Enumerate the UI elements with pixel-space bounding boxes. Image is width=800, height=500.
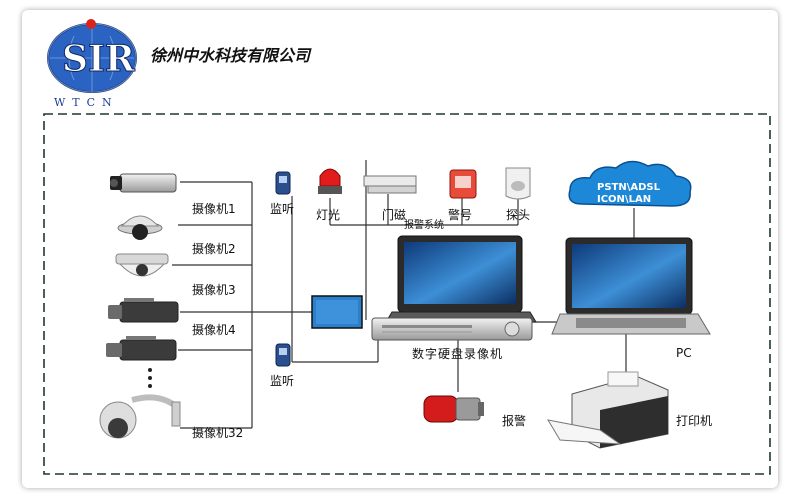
camera-2-dome-camera-icon [117, 215, 163, 240]
siren-icon [449, 169, 477, 199]
listen-label-2: 监听 [270, 374, 295, 388]
camera-5-box-camera-icon [106, 336, 177, 361]
listen-label-1: 监听 [270, 202, 295, 216]
alarm-siren-icon [423, 395, 484, 423]
network-label: PSTN\ADSL ICON\LAN [597, 182, 660, 205]
alarm-device-label-siren: 警号 [448, 208, 473, 222]
network-cloud-icon [568, 160, 692, 207]
svg-text:SIR: SIR [62, 38, 136, 80]
door-contact-icon [363, 175, 417, 194]
printer-label: 打印机 [676, 414, 713, 428]
alarm-device-label-light: 灯光 [316, 208, 341, 222]
logo-globe-icon: SIR [47, 19, 137, 93]
motion-detector-icon [505, 167, 531, 200]
dvr-laptop-icon [385, 235, 537, 323]
company-logo: SIR WTCN [44, 16, 144, 109]
printer-icon [546, 371, 669, 449]
more-cameras-ellipsis-icon [148, 368, 152, 388]
alarm-system-title: 报警系统 [404, 220, 444, 231]
listen-mic-2-icon [275, 343, 291, 367]
camera-1-box-camera-icon [110, 173, 177, 193]
camera-label-3: 摄像机3 [192, 283, 236, 297]
camera-32-ptz-dome-icon [99, 394, 181, 439]
company-name: 徐州中水科技有限公司 [150, 46, 311, 65]
camera-4-box-camera-icon [108, 298, 179, 323]
dvr-label: 数字硬盘录像机 [412, 347, 504, 361]
camera-label-32: 摄像机32 [192, 426, 244, 440]
connection-lines [172, 160, 635, 429]
logo-letters: WTCN [54, 96, 119, 109]
video-monitor-icon [311, 295, 363, 329]
alarm-device-label-detector: 探头 [506, 208, 531, 222]
camera-label-4: 摄像机4 [192, 323, 236, 337]
alarm-label: 报警 [502, 414, 527, 428]
camera-3-dome-camera-icon [115, 253, 169, 277]
system-boundary-frame [43, 113, 771, 475]
alarm-device-label-door: 门磁 [382, 208, 407, 222]
dvr-recorder-icon [371, 317, 533, 341]
listen-mic-1-icon [275, 171, 291, 195]
camera-label-1: 摄像机1 [192, 202, 236, 216]
strobe-light-icon [318, 168, 342, 194]
pc-label: PC [676, 346, 692, 360]
camera-label-2: 摄像机2 [192, 242, 236, 256]
pc-laptop-icon [551, 237, 711, 335]
